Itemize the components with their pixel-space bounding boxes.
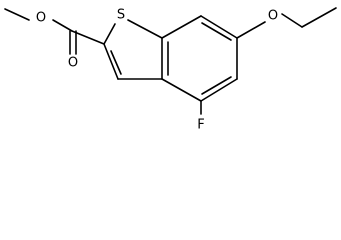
bond-c7-c6: [200, 15, 238, 39]
bond-s-c7a: [127, 19, 163, 39]
ether-oxygen-label: O: [268, 9, 278, 24]
bond-layer: [4, 7, 337, 115]
bond-c2-s: [103, 23, 116, 45]
bond-c2-c3-inner: [110, 50, 122, 75]
bond-c4-c3a: [161, 78, 202, 102]
bond-c7a-c7: [161, 15, 202, 39]
bond-ch2-ch3: [301, 7, 337, 28]
bond-c7-c6-inner: [201, 22, 232, 41]
bond-methyl-o: [4, 8, 30, 21]
bond-carbonyl-c2: [71, 30, 105, 45]
molecule-structure: S O O O F: [4, 7, 337, 133]
carbonyl-oxygen-label: O: [68, 56, 78, 71]
bond-c6-o: [236, 21, 266, 39]
bond-c5-c4: [200, 78, 238, 102]
atom-label-layer: S O O O F: [36, 8, 278, 133]
sulfur-atom-label: S: [117, 8, 125, 23]
bond-c5-c4-inner: [201, 76, 232, 95]
bond-o-ch2: [281, 13, 303, 28]
bond-o-carbonyl: [52, 19, 73, 32]
bond-c2-c3: [103, 43, 119, 80]
ester-oxygen-label: O: [36, 11, 46, 26]
fluorine-atom-label: F: [197, 118, 204, 133]
